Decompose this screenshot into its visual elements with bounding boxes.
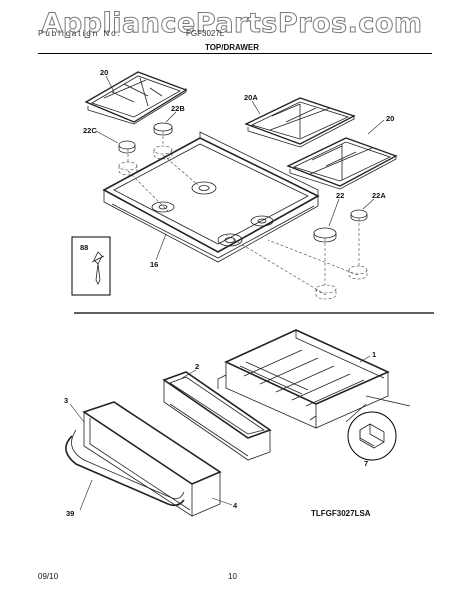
callout-22a: 22A	[372, 191, 386, 200]
cooktop[interactable]	[102, 131, 320, 263]
burner-cap-22c[interactable]	[118, 140, 136, 154]
callout-88: 88	[80, 243, 88, 252]
callout-20a: 20A	[244, 93, 258, 102]
drawer-front[interactable]	[82, 401, 222, 517]
footer-date: 09/10	[38, 572, 59, 581]
callout-leaders	[69, 75, 385, 511]
section-title: TOP/DRAWER	[204, 43, 260, 52]
drawer-body[interactable]	[217, 329, 390, 429]
header-rule	[38, 53, 432, 54]
callout-22: 22	[336, 191, 344, 200]
leader-lines	[127, 131, 360, 296]
watermark: AppliancePartsPros.com	[41, 8, 423, 40]
callout-20-right: 20	[386, 114, 394, 123]
drawer-liner[interactable]	[162, 371, 272, 461]
grate-right[interactable]	[286, 137, 398, 190]
drawer-glide-detail[interactable]	[345, 395, 411, 461]
callout-39: 39	[66, 509, 74, 518]
callout-20-left: 20	[100, 68, 108, 77]
burner-head-22	[315, 284, 337, 300]
drawer-handle[interactable]	[65, 429, 185, 507]
model-code: TLFGF3027LSA	[311, 509, 371, 518]
callout-4: 4	[233, 501, 238, 510]
callout-1: 1	[372, 350, 376, 359]
callout-7: 7	[364, 459, 368, 468]
callout-2: 2	[195, 362, 199, 371]
callout-22b: 22B	[171, 104, 185, 113]
callout-3: 3	[64, 396, 68, 405]
burner-head-22a	[348, 265, 368, 280]
callout-16: 16	[150, 260, 158, 269]
spark-ignitor-box[interactable]	[71, 236, 111, 296]
page-number: 10	[228, 572, 237, 581]
burner-head-22b	[153, 145, 173, 160]
grate-left[interactable]	[84, 71, 188, 125]
callout-22c: 22C	[83, 126, 97, 135]
publication-label: Publication No.	[38, 29, 122, 38]
model-number: FGF3027L	[186, 29, 225, 38]
grate-right-top[interactable]	[244, 97, 356, 148]
